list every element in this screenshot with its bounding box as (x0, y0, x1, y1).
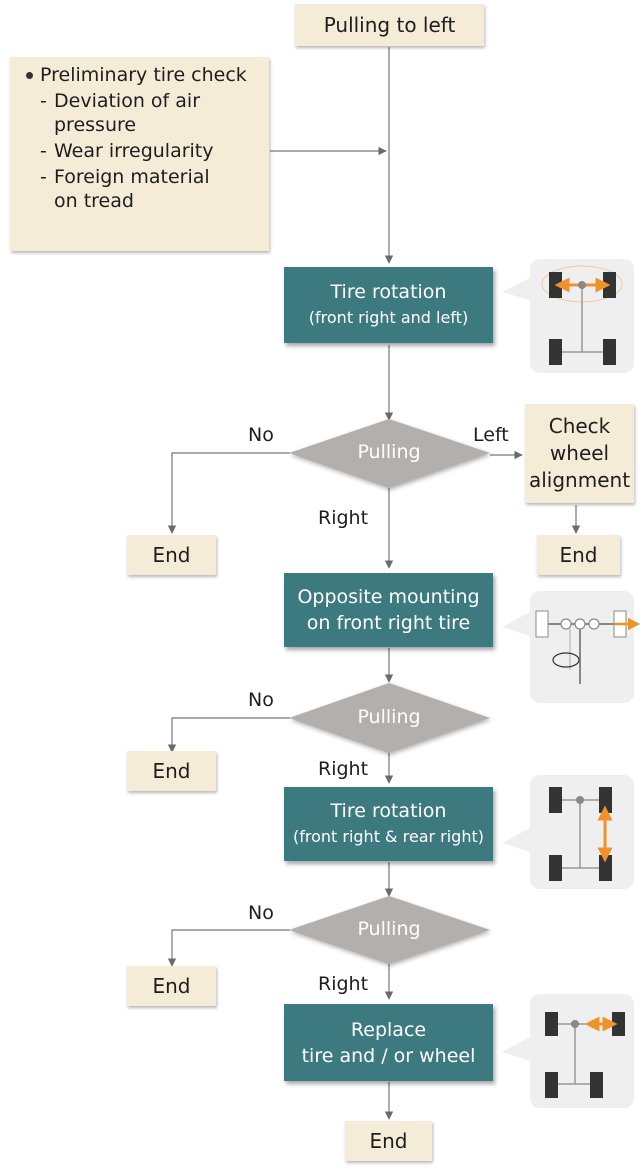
end-label: End (559, 543, 598, 567)
end-label: End (369, 1129, 408, 1153)
dash-marker: - (40, 90, 47, 112)
illustration-right-rotation (502, 775, 634, 889)
preliminary-item-label: Wear irregularity (54, 140, 214, 162)
replace-tire-box: Replace tire and / or wheel (284, 1004, 493, 1081)
decision1-no-label: No (248, 424, 274, 446)
decision1-right-label: Right (318, 507, 369, 529)
end-label: End (152, 759, 191, 783)
step4-line1: Replace (350, 1018, 427, 1041)
step1-line2: (front right and left) (308, 308, 469, 327)
decision3-label: Pulling (357, 918, 421, 940)
end-box: End (345, 1121, 432, 1161)
decision2-no-label: No (248, 689, 274, 711)
preliminary-item-label: Deviation of air pressure (54, 90, 201, 136)
illustration-opposite-mounting (502, 591, 641, 703)
illustration-replace-tire (502, 994, 634, 1108)
opposite-mounting-box: Opposite mounting on front right tire (284, 573, 493, 647)
end-box: End (127, 966, 216, 1006)
connector-decision1-no (167, 452, 290, 534)
preliminary-item: - Wear irregularity (26, 139, 269, 163)
preliminary-item: - Foreign material on tread (26, 165, 269, 213)
end-label: End (152, 543, 191, 567)
start-label: Pulling to left (323, 13, 456, 37)
dash-marker: - (40, 140, 47, 162)
tire-rotation-right-box: Tire rotation (front right & rear right) (284, 787, 493, 861)
preliminary-item: - Deviation of air pressure (26, 89, 269, 137)
preliminary-title-row: Preliminary tire check (26, 63, 269, 87)
step1-line1: Tire rotation (330, 281, 447, 303)
check-wheel-alignment-label: Check wheel alignment (528, 414, 631, 492)
connector-decision2-no (167, 717, 290, 753)
illustration-front-rotation (502, 259, 634, 373)
decision2-label: Pulling (357, 706, 421, 728)
preliminary-item-label: Foreign material on tread (54, 166, 210, 212)
decision-diamond-2 (289, 683, 490, 753)
step3-line2: (front right & rear right) (292, 827, 484, 846)
end-box: End (127, 751, 216, 791)
decision3-right-label: Right (318, 973, 369, 995)
decision1-label: Pulling (357, 441, 421, 463)
check-wheel-alignment-box: Check wheel alignment (525, 404, 634, 503)
preliminary-title: Preliminary tire check (40, 64, 247, 86)
decision-diamond-1 (289, 419, 490, 488)
decision2-right-label: Right (318, 758, 369, 780)
step2-line1: Opposite mounting (297, 586, 480, 608)
dash-marker: - (40, 166, 47, 188)
end-box: End (127, 535, 216, 575)
start-box: Pulling to left (295, 4, 484, 46)
step3-line1: Tire rotation (330, 800, 447, 822)
tire-rotation-front-box: Tire rotation (front right and left) (284, 267, 493, 343)
decision3-no-label: No (248, 902, 274, 924)
step4-line2: tire and / or wheel (301, 1044, 476, 1067)
step2-line2: on front right tire (306, 612, 471, 634)
end-label: End (152, 974, 191, 998)
connector-decision3-no (167, 929, 290, 967)
bullet-icon (26, 72, 33, 79)
decision1-left-label: Left (473, 424, 509, 446)
end-box: End (537, 535, 620, 575)
preliminary-check-box: Preliminary tire check - Deviation of ai… (10, 57, 269, 251)
decision-diamond-3 (289, 896, 490, 964)
